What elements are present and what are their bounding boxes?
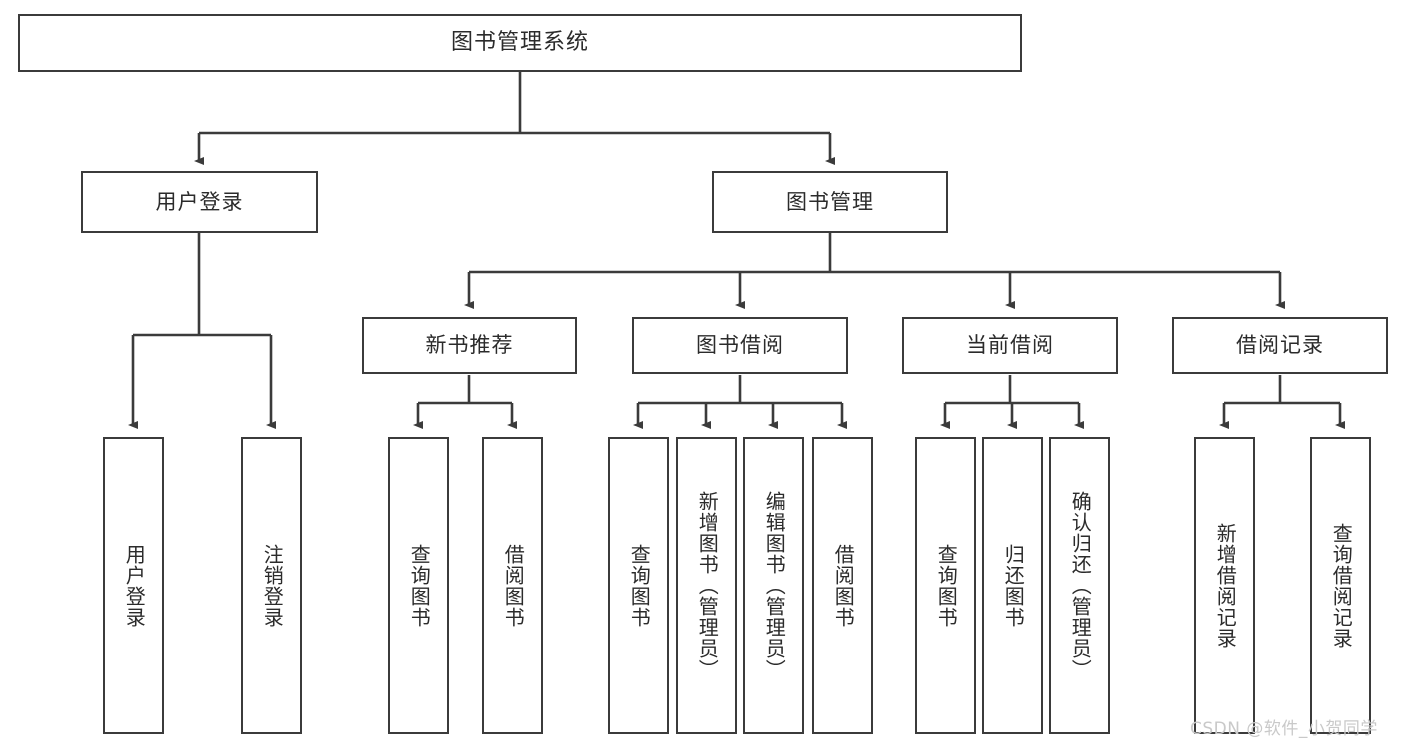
node-current-borrow[interactable]: 当前借阅 — [902, 317, 1118, 374]
node-book-borrow[interactable]: 图书借阅 — [632, 317, 848, 374]
leaf-query-book-2-label: 查询图书 — [627, 543, 652, 628]
leaf-logout[interactable]: 注销登录 — [241, 437, 302, 734]
leaf-return-book-label: 归还图书 — [1001, 543, 1026, 628]
leaf-query-book-3[interactable]: 查询图书 — [915, 437, 976, 734]
leaf-borrow-book-2-label: 借阅图书 — [831, 543, 856, 628]
node-current-borrow-label: 当前借阅 — [966, 333, 1054, 357]
leaf-add-book-label: 新增图书（管理员） — [695, 491, 720, 680]
leaf-return-book[interactable]: 归还图书 — [982, 437, 1043, 734]
node-root-label: 图书管理系统 — [450, 30, 589, 55]
csdn-watermark: CSDN @软件_小贺同学 — [1190, 719, 1378, 739]
leaf-query-book-3-label: 查询图书 — [934, 543, 959, 628]
node-book-borrow-label: 图书借阅 — [696, 333, 784, 357]
node-borrow-record-label: 借阅记录 — [1236, 333, 1324, 357]
node-user-login-label: 用户登录 — [155, 189, 244, 214]
node-new-book-rec-label: 新书推荐 — [425, 333, 514, 357]
leaf-confirm-return[interactable]: 确认归还（管理员） — [1049, 437, 1110, 734]
node-root[interactable]: 图书管理系统 — [18, 14, 1022, 72]
leaf-add-book[interactable]: 新增图书（管理员） — [676, 437, 737, 734]
leaf-query-book-1[interactable]: 查询图书 — [388, 437, 449, 734]
leaf-borrow-book-2[interactable]: 借阅图书 — [812, 437, 873, 734]
leaf-query-record[interactable]: 查询借阅记录 — [1310, 437, 1371, 734]
leaf-add-record[interactable]: 新增借阅记录 — [1194, 437, 1255, 734]
leaf-add-record-label: 新增借阅记录 — [1213, 522, 1238, 649]
leaf-query-book-1-label: 查询图书 — [407, 543, 432, 628]
leaf-query-book-2[interactable]: 查询图书 — [608, 437, 669, 734]
node-new-book-rec[interactable]: 新书推荐 — [362, 317, 577, 374]
leaf-user-login-label: 用户登录 — [122, 543, 147, 628]
leaf-edit-book-label: 编辑图书（管理员） — [762, 491, 787, 680]
leaf-borrow-book-1[interactable]: 借阅图书 — [482, 437, 543, 734]
node-book-manage-label: 图书管理 — [786, 189, 874, 214]
leaf-edit-book[interactable]: 编辑图书（管理员） — [743, 437, 804, 734]
leaf-user-login[interactable]: 用户登录 — [103, 437, 164, 734]
leaf-confirm-return-label: 确认归还（管理员） — [1068, 491, 1093, 680]
leaf-query-record-label: 查询借阅记录 — [1329, 522, 1354, 649]
leaf-borrow-book-1-label: 借阅图书 — [501, 543, 526, 628]
leaf-logout-label: 注销登录 — [260, 543, 285, 628]
node-user-login[interactable]: 用户登录 — [81, 171, 318, 233]
node-book-manage[interactable]: 图书管理 — [712, 171, 948, 233]
node-borrow-record[interactable]: 借阅记录 — [1172, 317, 1388, 374]
